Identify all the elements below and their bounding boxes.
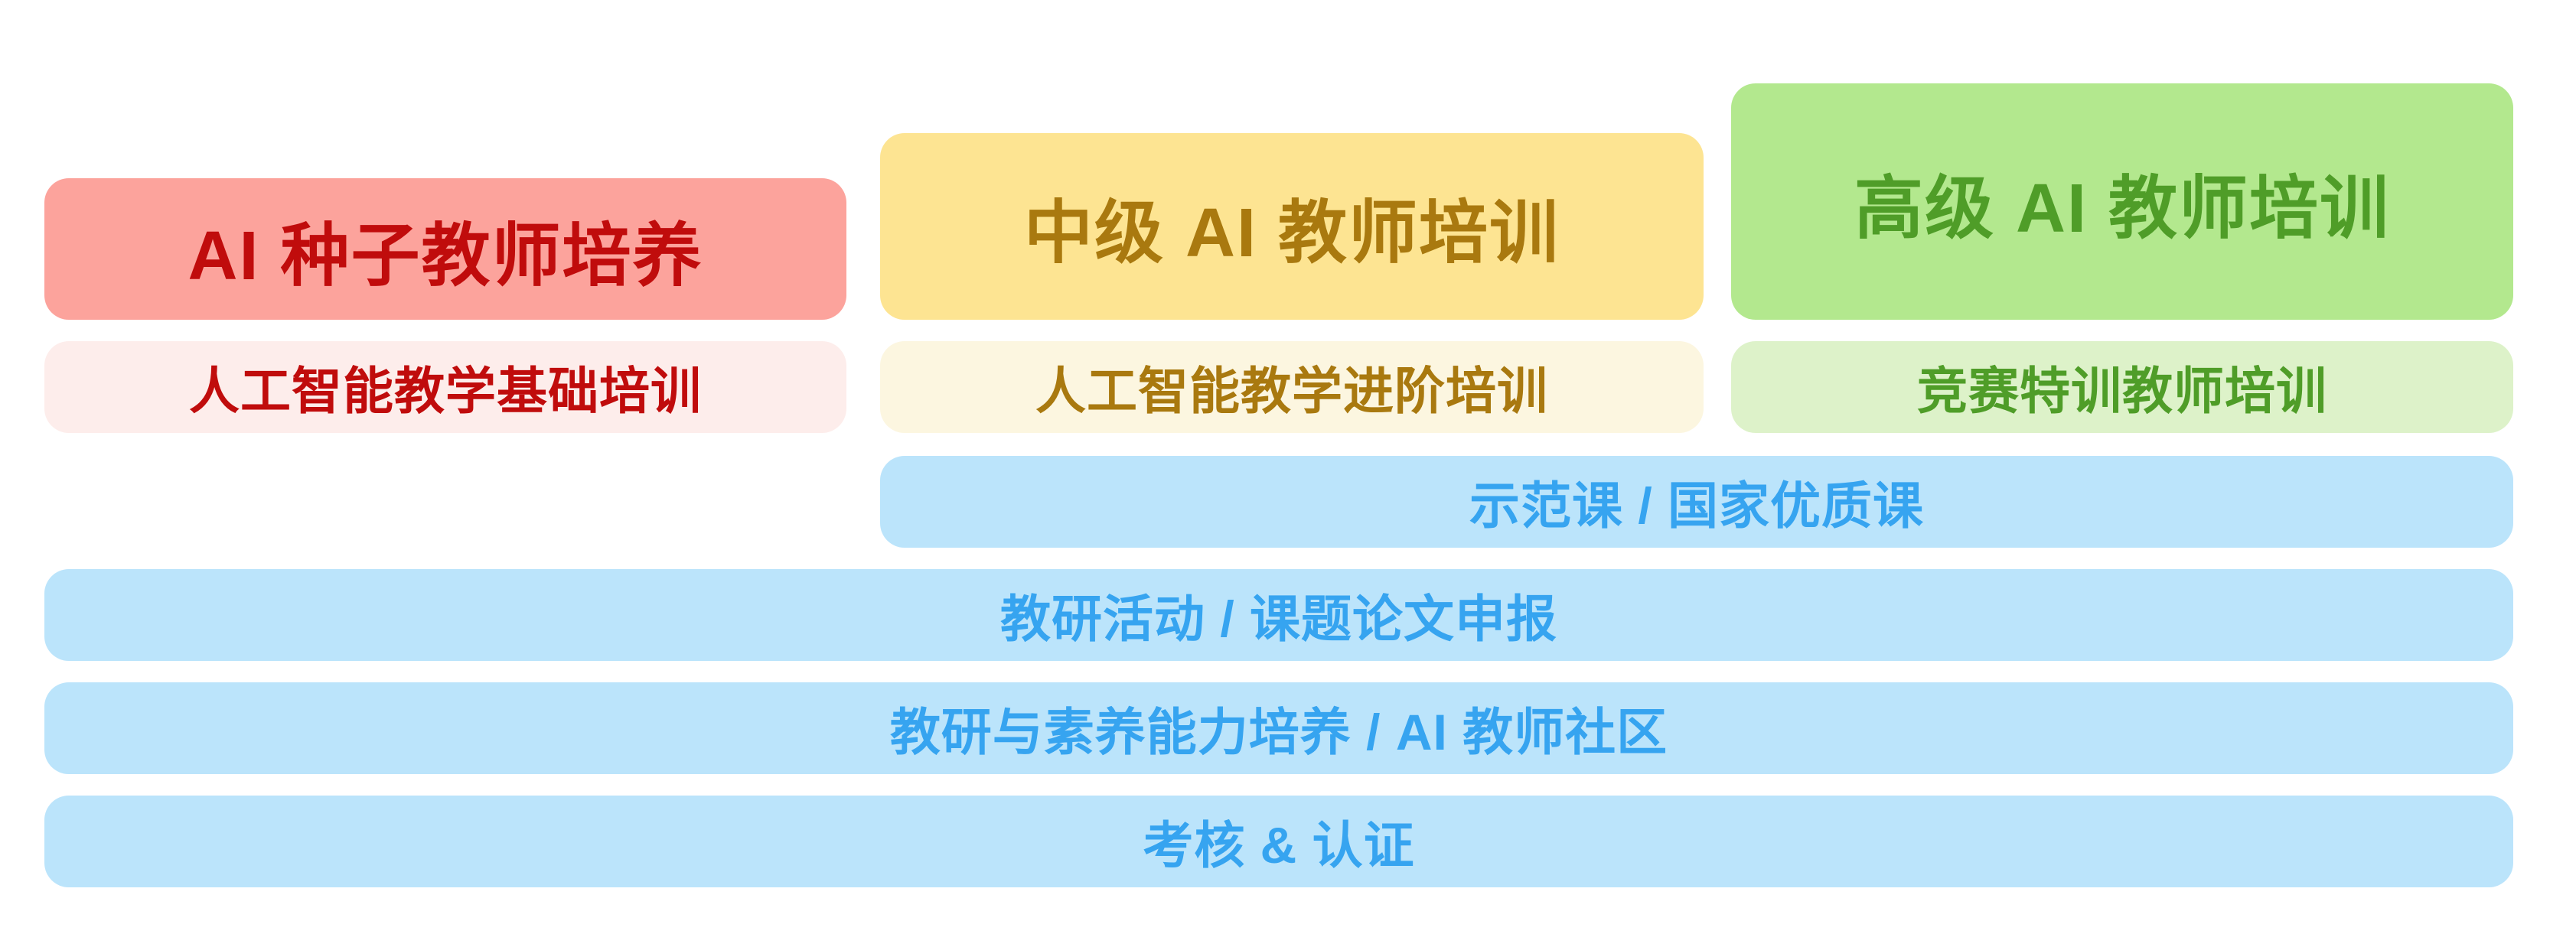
advanced-course-training-label: 人工智能教学进阶培训 xyxy=(1035,363,1548,419)
advanced-teacher-header-block: 高级 AI 教师培训 xyxy=(1731,83,2513,320)
intermediate-teacher-header-label: 中级 AI 教师培训 xyxy=(1023,195,1560,272)
research-activity-band-label: 教研活动 / 课题论文申报 xyxy=(999,591,1557,647)
community-band-label: 教研与素养能力培养 / AI 教师社区 xyxy=(889,704,1668,760)
seed-teacher-header-label: AI 种子教师培养 xyxy=(187,217,703,295)
community-band: 教研与素养能力培养 / AI 教师社区 xyxy=(44,682,2513,774)
demo-course-band-label: 示范课 / 国家优质课 xyxy=(1469,477,1924,534)
intermediate-teacher-header-block: 中级 AI 教师培训 xyxy=(880,133,1704,320)
seed-teacher-header-block: AI 种子教师培养 xyxy=(44,178,846,320)
certification-band-label: 考核 & 认证 xyxy=(1143,817,1415,874)
basic-training-label: 人工智能教学基础培训 xyxy=(189,363,702,419)
competition-training-block: 竞赛特训教师培训 xyxy=(1731,341,2513,433)
advanced-teacher-header-label: 高级 AI 教师培训 xyxy=(1854,170,2390,247)
demo-course-band: 示范课 / 国家优质课 xyxy=(880,456,2513,548)
competition-training-label: 竞赛特训教师培训 xyxy=(1917,363,2327,419)
research-activity-band: 教研活动 / 课题论文申报 xyxy=(44,569,2513,661)
certification-band: 考核 & 认证 xyxy=(44,796,2513,887)
basic-training-block: 人工智能教学基础培训 xyxy=(44,341,846,433)
advanced-course-training-block: 人工智能教学进阶培训 xyxy=(880,341,1704,433)
